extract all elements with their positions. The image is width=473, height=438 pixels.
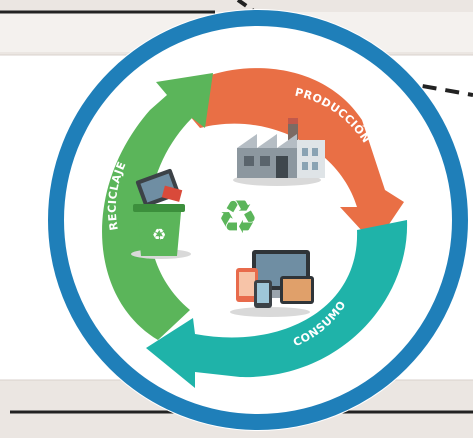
- cycle-arrows: [102, 68, 408, 388]
- arrow-consumo: [146, 220, 408, 388]
- bin-recycle-symbol: ♻: [152, 225, 166, 244]
- recycle-bin-icon: ♻: [131, 168, 191, 259]
- arrow-produccion: [171, 68, 404, 245]
- factory-icon: [233, 118, 325, 186]
- arrow-reciclaje: [102, 73, 213, 340]
- recycle-icon: ♻: [217, 190, 258, 244]
- svg-text:♻: ♻: [217, 190, 258, 244]
- devices-icon: [230, 250, 314, 317]
